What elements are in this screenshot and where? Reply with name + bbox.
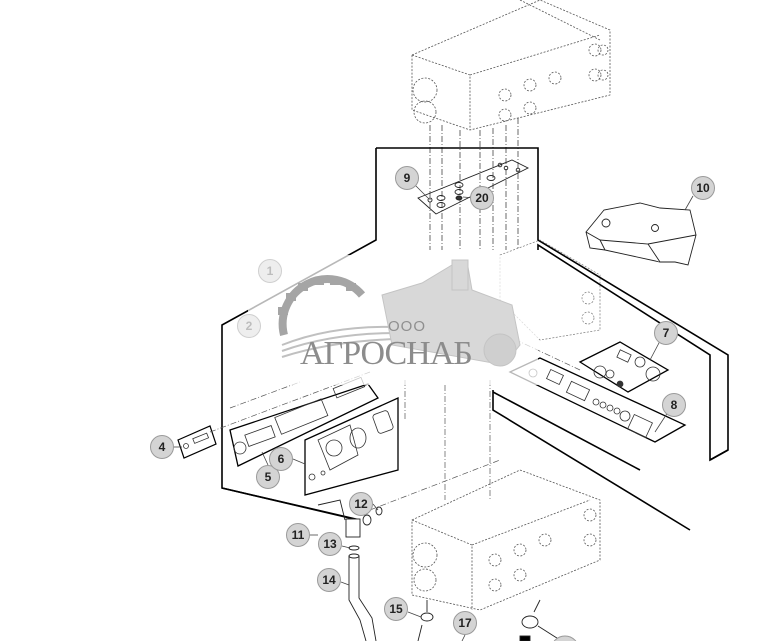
callout-17[interactable]: 17 — [453, 611, 477, 635]
callout-5[interactable]: 5 — [256, 465, 280, 489]
fitting-16 — [519, 599, 577, 641]
callout-6[interactable]: 6 — [269, 447, 293, 471]
valve-block-top — [411, 0, 611, 131]
watermark-company-name: АГРОСНАБ — [300, 335, 473, 372]
callout-9[interactable]: 9 — [395, 166, 419, 190]
kit-5 — [229, 376, 379, 467]
callout-20[interactable]: 20 — [470, 186, 494, 210]
valve-block-bottom — [411, 469, 601, 611]
leader-lines — [174, 183, 694, 641]
gasket-plate — [417, 159, 530, 215]
callout-4[interactable]: 4 — [150, 435, 174, 459]
kit-6 — [304, 396, 399, 496]
callout-10[interactable]: 10 — [691, 176, 715, 200]
callout-8[interactable]: 8 — [662, 393, 686, 417]
mounting-block — [585, 202, 697, 266]
watermark-prefix: ООО — [388, 318, 427, 335]
callout-7[interactable]: 7 — [654, 321, 678, 345]
watermark-logo-icon — [278, 259, 521, 367]
pipe-assembly — [317, 499, 383, 641]
fitting-15 — [417, 600, 434, 641]
callout-12[interactable]: 12 — [349, 492, 373, 516]
alignment-lines-top — [429, 118, 519, 250]
callout-15[interactable]: 15 — [384, 597, 408, 621]
kit-7 — [578, 341, 670, 393]
callout-14[interactable]: 14 — [317, 568, 341, 592]
assembly-frame-lower — [221, 390, 729, 531]
kit-4 — [177, 425, 217, 459]
callout-13[interactable]: 13 — [318, 532, 342, 556]
callout-11[interactable]: 11 — [286, 523, 310, 547]
callout-2[interactable]: 2 — [237, 314, 261, 338]
callout-1[interactable]: 1 — [258, 259, 282, 283]
